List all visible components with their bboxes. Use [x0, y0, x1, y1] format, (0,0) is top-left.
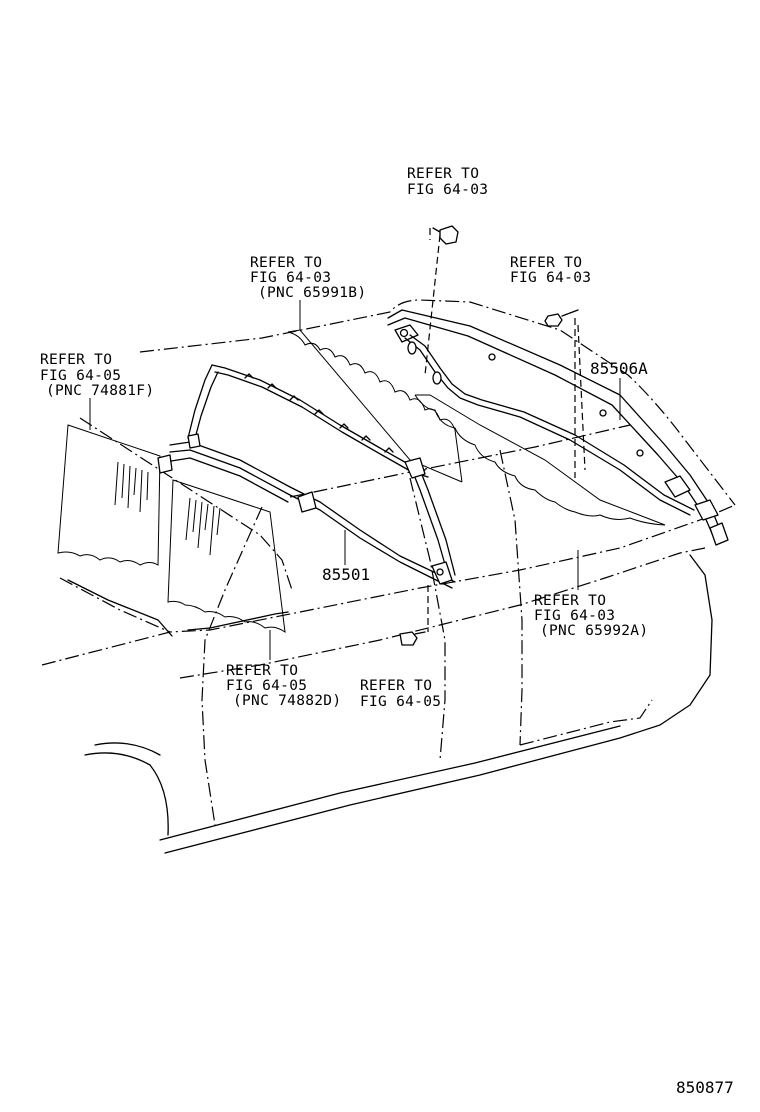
clip-top [432, 225, 459, 245]
car-body-outline [41, 299, 736, 826]
callout-1-line-2: FIG 64-03 [407, 182, 488, 198]
callout-5-line-2: FIG 64-03 [534, 608, 615, 624]
callout-4: REFER TO FIG 64-05 (PNC 74881F) [40, 352, 154, 399]
part-number-85506a: 85506A [590, 359, 648, 378]
callout-2: REFER TO FIG 64-03 (PNC 65991B) [250, 255, 366, 301]
callout-4-line-2: FIG 64-05 [40, 368, 121, 384]
callout-2-line-2: FIG 64-03 [250, 270, 331, 286]
callout-5: REFER TO FIG 64-03 (PNC 65992A) [534, 593, 648, 639]
callout-4-line-3: (PNC 74881F) [46, 383, 154, 399]
callout-5-line-1: REFER TO [534, 593, 606, 609]
callout-6-line-1: REFER TO [226, 663, 298, 679]
quarter-glass-panels [57, 424, 286, 634]
callout-7-line-1: REFER TO [360, 678, 432, 694]
callout-2-line-1: REFER TO [250, 255, 322, 271]
leader-dashes [424, 228, 586, 632]
callout-4-line-1: REFER TO [40, 352, 112, 368]
clip-lower [399, 631, 426, 646]
rear-shade-rail-assembly [157, 364, 456, 589]
clip-right [544, 309, 579, 327]
callout-2-line-3: (PNC 65991B) [258, 285, 366, 301]
callout-3-line-1: REFER TO [510, 255, 582, 271]
roof-inner-cable [404, 334, 695, 516]
part-number-85501: 85501 [322, 565, 370, 584]
callout-7: REFER TO FIG 64-05 [360, 678, 441, 710]
car-lower-body [67, 554, 713, 854]
callout-1: REFER TO FIG 64-03 [407, 166, 488, 198]
rear-side-glass [287, 329, 666, 526]
callout-6-line-2: FIG 64-05 [226, 678, 307, 694]
callout-6-line-3: (PNC 74882D) [233, 693, 341, 709]
glass-hatch [114, 461, 221, 556]
callout-5-line-3: (PNC 65992A) [540, 623, 648, 639]
callout-3-line-2: FIG 64-03 [510, 270, 591, 286]
callout-6: REFER TO FIG 64-05 (PNC 74882D) [226, 663, 341, 709]
callout-1-line-1: REFER TO [407, 166, 479, 182]
leader-lines [89, 300, 621, 660]
callout-3: REFER TO FIG 64-03 [510, 255, 591, 286]
callout-7-line-2: FIG 64-05 [360, 694, 441, 710]
figure-id: 850877 [676, 1078, 734, 1097]
